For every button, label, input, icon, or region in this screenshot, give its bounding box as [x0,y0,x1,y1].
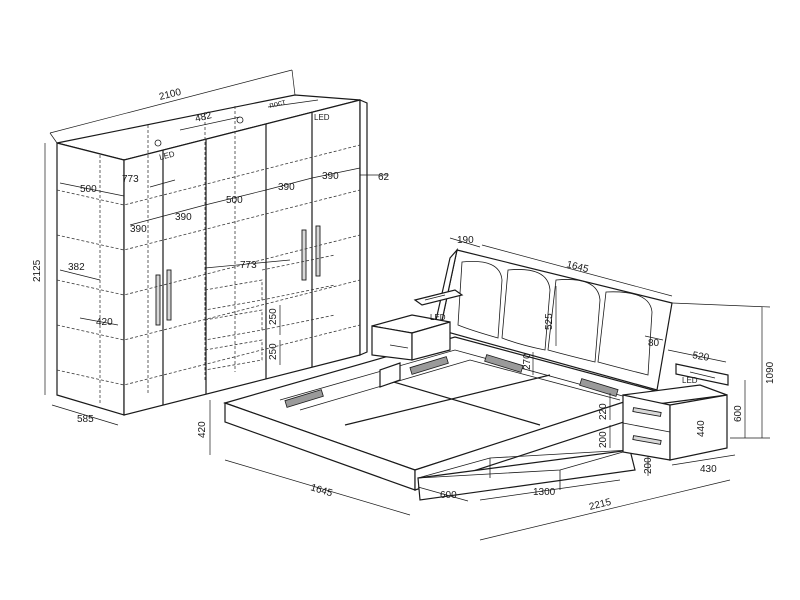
led-panel-left [413,289,464,306]
led-label-left: LED [158,149,175,162]
door-handle [155,274,161,326]
wardrobe-depth-label: 585 [77,414,94,425]
overall-width-label: 2215 [588,497,613,513]
nightstand-left-handle [389,344,409,349]
drawer-250-b-label: 250 [268,343,279,360]
bed-panel [379,362,401,388]
bed-handle [409,356,449,375]
door-handle [315,225,321,277]
nightstand-left-side [411,321,451,361]
nightstand-left: LED [371,289,464,361]
headboard-depth-label: 190 [457,235,474,246]
frame-length-label: 1645 [309,482,334,499]
frame-height-label: 420 [197,421,208,438]
nightstand-right-handle [632,435,662,445]
wardrobe-height-label: 2125 [32,259,43,282]
drawer-200-b-label: 200 [643,457,654,474]
door-handle [301,229,307,281]
shelf-382-label: 382 [68,262,85,273]
shelf-420-label: 420 [96,317,113,328]
shelf-390-d-label: 390 [322,171,339,182]
compartment-773-top-label: 773 [122,174,139,185]
post-label: пост [268,97,286,110]
bed-handle [484,354,524,373]
door-handle [166,269,172,321]
headboard-cushion [501,269,551,351]
drawer-1300-label: 1300 [533,487,556,498]
door-offset-label: 62 [378,172,390,183]
compartment-773-mid-label: 773 [240,260,257,271]
dim-line [51,404,119,426]
nightstand-overall-height-label: 1090 [765,361,776,384]
led-label-top: LED [314,113,330,122]
headboard-cushion [547,279,601,363]
headboard-270-label: 270 [522,353,533,370]
headboard-cushion [597,291,653,376]
nightstand-right: LED 520 1090 600 440 430 [622,302,776,475]
bed-divider [379,377,541,426]
drawer-200-a-label: 200 [598,431,609,448]
nightstand-body-height-label: 600 [733,405,744,422]
nightstand-drawer-440-label: 440 [696,420,707,437]
led-label-nightstand-left: LED [430,313,446,322]
shelf-500-left-label: 500 [80,184,97,195]
led-label-nightstand-right: LED [682,376,698,385]
nightstand-depth-label: 430 [700,464,717,475]
bed-inner-rim [279,349,631,401]
headboard-cushion [457,261,503,339]
shelf-500-mid-label: 500 [226,195,243,206]
bed-drawer-front [417,449,636,501]
wardrobe: 2100 2125 585 482 773 500 390 390 500 39… [32,69,390,426]
bed-inner-rim [299,359,621,411]
bed-divider [344,374,551,426]
side-220-label: 220 [598,403,609,420]
bed-dimensions [209,237,731,541]
nightstand-top-width-label: 520 [691,350,710,364]
wardrobe-width-label: 2100 [158,87,183,103]
drawer-250-a-label: 250 [268,308,279,325]
headboard-width-label: 1645 [565,259,590,275]
headboard-80-label: 80 [648,338,660,349]
bed-handle [579,378,619,397]
dim-line [49,69,293,134]
headboard-height-label: 525 [544,313,555,330]
nightstand-right-handle [632,407,662,417]
wardrobe-dimensions [44,69,388,426]
drawer-600-label: 600 [440,490,457,501]
shelf-390-c-label: 390 [278,182,295,193]
wardrobe-right-edge [359,99,368,356]
shelf-390-a-label: 390 [130,224,147,235]
compartment-482-label: 482 [194,110,213,125]
shelf-390-b-label: 390 [175,212,192,223]
bed-handle [284,389,324,408]
